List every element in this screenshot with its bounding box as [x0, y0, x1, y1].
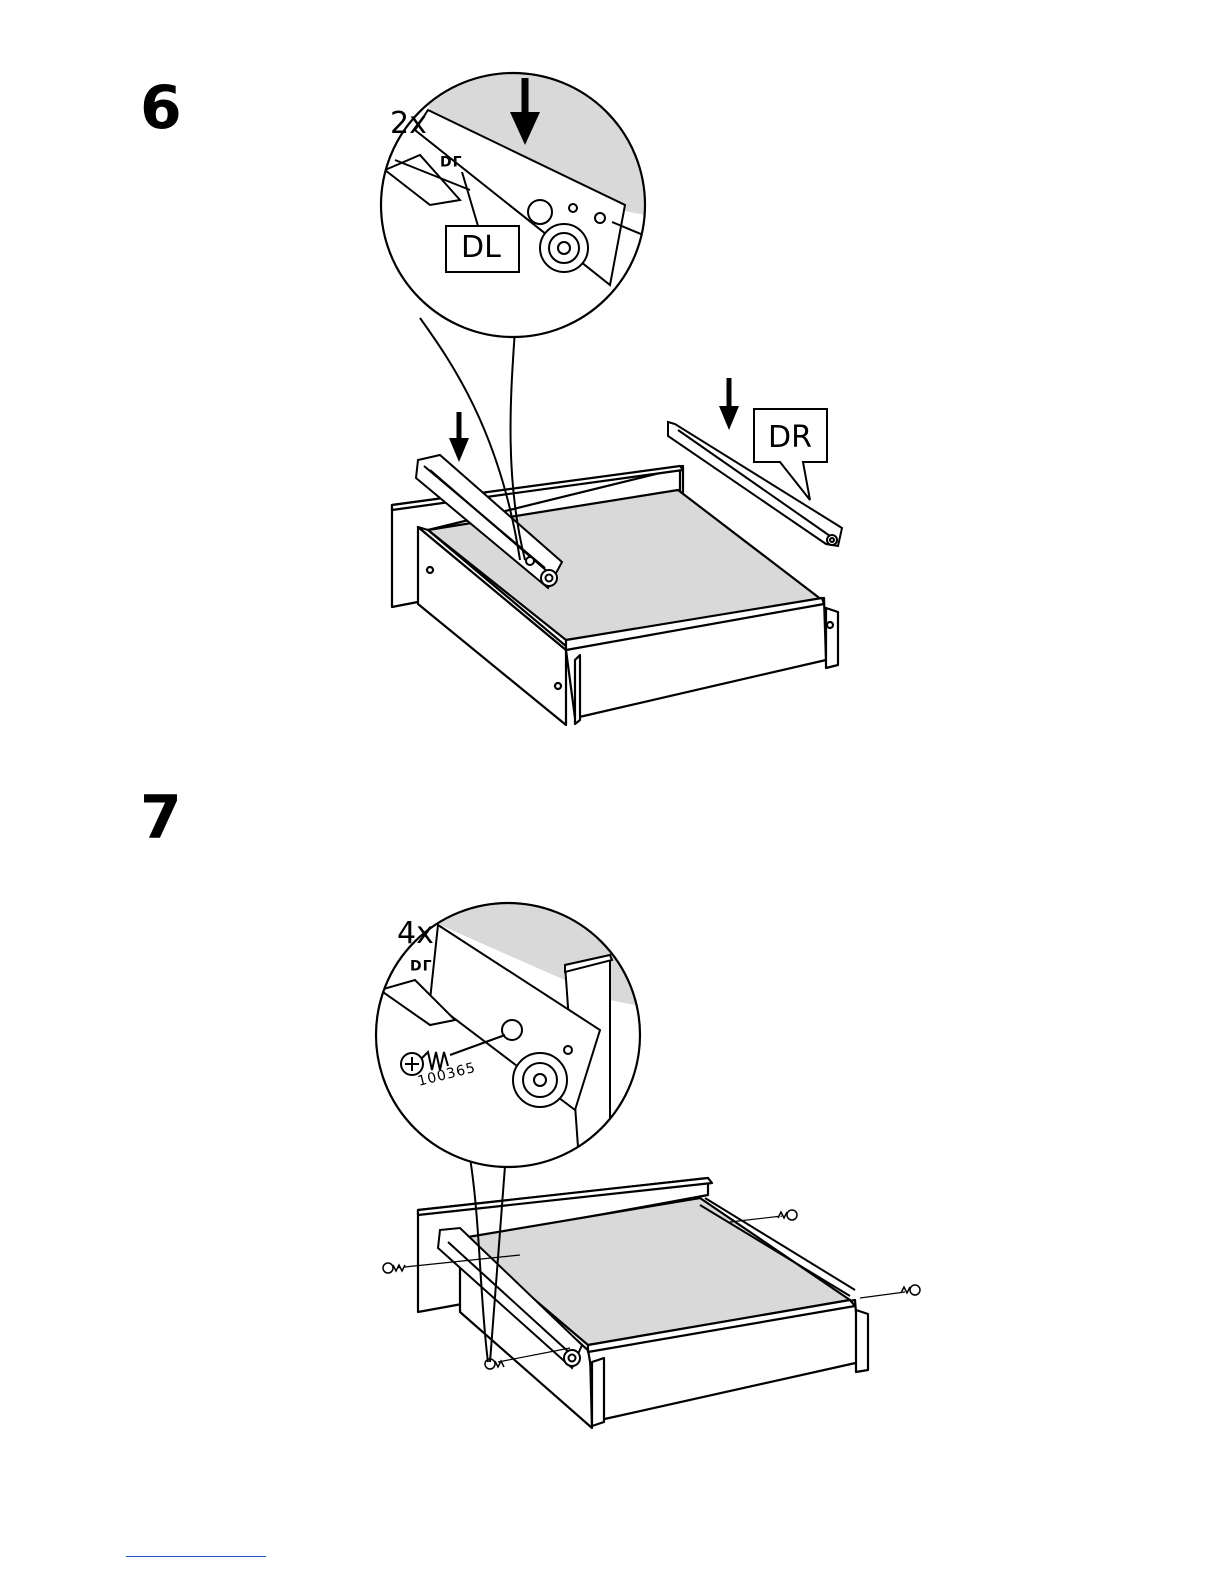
screw-icon	[383, 1263, 405, 1273]
drawer-7	[418, 1178, 868, 1428]
screw-icon	[901, 1285, 920, 1295]
footer-rule	[126, 1556, 266, 1557]
step-7-mirrored-mark: DL	[410, 956, 433, 972]
screw-icon	[778, 1210, 797, 1220]
step-7-quantity: 4x	[397, 916, 434, 951]
